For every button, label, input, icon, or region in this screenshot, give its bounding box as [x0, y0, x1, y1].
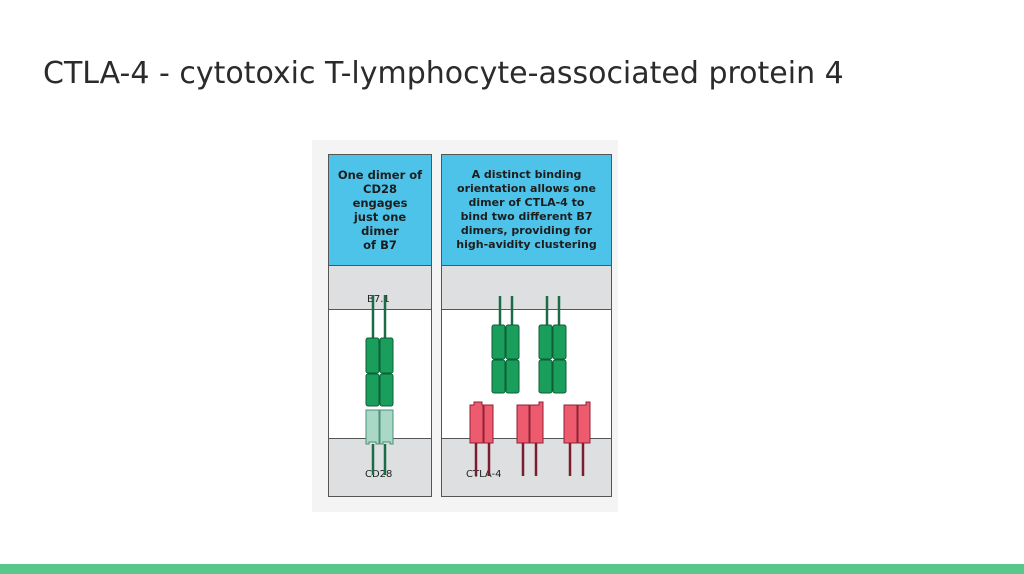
cd28-panel: One dimer of CD28 engages just one dimer…	[328, 154, 432, 497]
ctla4-label: CTLA-4	[466, 469, 502, 480]
apc-membrane	[442, 266, 611, 310]
ctla4-dimer	[516, 401, 544, 476]
binding-diagram: One dimer of CD28 engages just one dimer…	[312, 140, 618, 512]
cd28-dimer	[365, 409, 394, 445]
b7-dimer	[365, 337, 394, 407]
cd28-caption: One dimer of CD28 engages just one dimer…	[329, 155, 431, 266]
ctla4-panel: A distinct binding orientation allows on…	[441, 154, 612, 497]
b7-dimer	[538, 296, 567, 394]
cd28-b7-complex	[365, 295, 394, 475]
ctla4-caption: A distinct binding orientation allows on…	[442, 155, 611, 266]
ctla4-b7-lattice	[469, 296, 591, 476]
slide-title: CTLA-4 - cytotoxic T-lymphocyte-associat…	[43, 56, 844, 91]
ctla4-dimer	[563, 401, 591, 476]
b7-dimer	[491, 296, 520, 394]
ctla4-dimer	[469, 401, 494, 476]
apc-membrane	[329, 266, 431, 310]
footer-accent-bar	[0, 564, 1024, 574]
cd28-label: CD28	[365, 469, 393, 480]
b7-1-label: B7.1	[367, 294, 390, 305]
